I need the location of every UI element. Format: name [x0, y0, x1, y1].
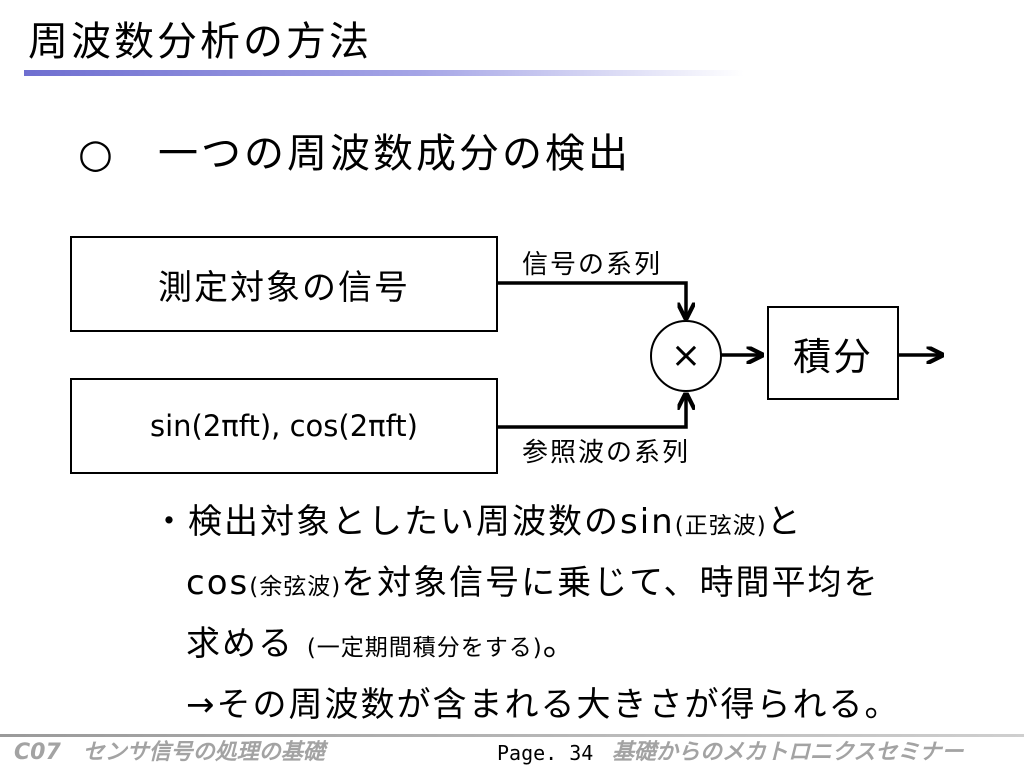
page-number: Page. 34	[497, 741, 594, 765]
multiply-icon: ×	[670, 335, 702, 376]
explanation-line-2: cos(余弦波)を対象信号に乗じて、時間平均を	[186, 563, 880, 603]
footer-seminar-title: 基礎からのメカトロニクスセミナー	[612, 740, 964, 765]
reference-series-label: 参照波の系列	[522, 438, 691, 468]
slide-title: 周波数分析の方法	[28, 19, 372, 65]
footer-course-title: C07 センサ信号の処理の基礎	[14, 740, 325, 765]
title-underline	[24, 70, 744, 76]
reference-line	[498, 394, 686, 429]
signal-line	[498, 281, 686, 318]
explanation-line-1: ・検出対象としたい周波数のsin(正弦波)と	[152, 502, 803, 542]
section-heading: ○ 一つの周波数成分の検出	[78, 126, 631, 182]
bullet-dot: ・	[152, 502, 188, 542]
footer-rule	[0, 734, 1024, 737]
section-heading-text: 一つの周波数成分の検出	[158, 131, 631, 177]
explanation-line-3: 求める (一定期間積分をする)。	[186, 624, 579, 664]
explanation-line-4: →その周波数が含まれる大きさが得られる。	[186, 685, 901, 725]
signal-series-label: 信号の系列	[522, 250, 663, 280]
explanation-text: ・検出対象としたい周波数のsin(正弦波)と cos(余弦波)を対象信号に乗じて…	[152, 494, 1012, 734]
measured-signal-box: 測定対象の信号	[70, 236, 498, 332]
reference-wave-box: sin(2πft), cos(2πft)	[70, 378, 498, 474]
circle-bullet-icon: ○	[78, 131, 116, 177]
integrator-box: 積分	[767, 306, 899, 400]
